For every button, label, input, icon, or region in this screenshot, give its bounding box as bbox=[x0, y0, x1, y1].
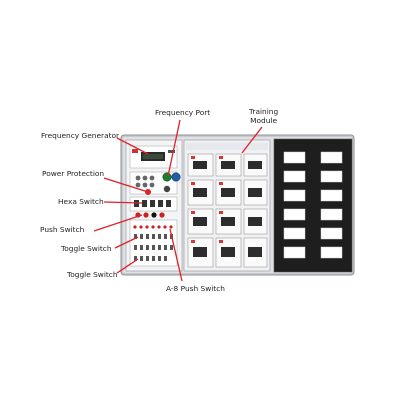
label-training-module-line2: Module bbox=[250, 116, 278, 125]
stored-modules bbox=[283, 151, 343, 259]
leader-toggle-switch-2 bbox=[116, 258, 139, 274]
training-modules bbox=[187, 153, 268, 268]
leader-lines bbox=[93, 119, 263, 282]
leader-push-switch bbox=[93, 214, 143, 232]
leader-a8-push-switch bbox=[169, 228, 183, 282]
push-switch-block bbox=[129, 219, 178, 267]
label-push-switch: Push Switch bbox=[40, 225, 85, 234]
leader-power-protection bbox=[103, 177, 149, 193]
leader-training-module bbox=[241, 126, 263, 154]
label-power-protection: Power Protection bbox=[42, 169, 105, 178]
label-frequency-generator: Frequency Generator bbox=[41, 131, 120, 140]
leader-hexa-switch bbox=[103, 201, 143, 204]
leader-toggle-switch-1 bbox=[114, 236, 139, 249]
label-hexa-switch: Hexa Switch bbox=[58, 197, 104, 206]
frequency-port bbox=[162, 172, 181, 193]
label-training-module-line1: Training bbox=[249, 107, 279, 116]
label-a8-push-switch: A-8 Push Switch bbox=[166, 284, 225, 293]
leader-frequency-generator bbox=[116, 137, 149, 155]
label-toggle-switch-2: Toggle Switch bbox=[67, 270, 118, 279]
label-frequency-port: Frequency Port bbox=[155, 108, 211, 117]
label-toggle-switch-1: Toggle Switch bbox=[61, 244, 112, 253]
leader-frequency-port bbox=[167, 119, 181, 177]
label-training-module: Training Module bbox=[249, 107, 278, 125]
